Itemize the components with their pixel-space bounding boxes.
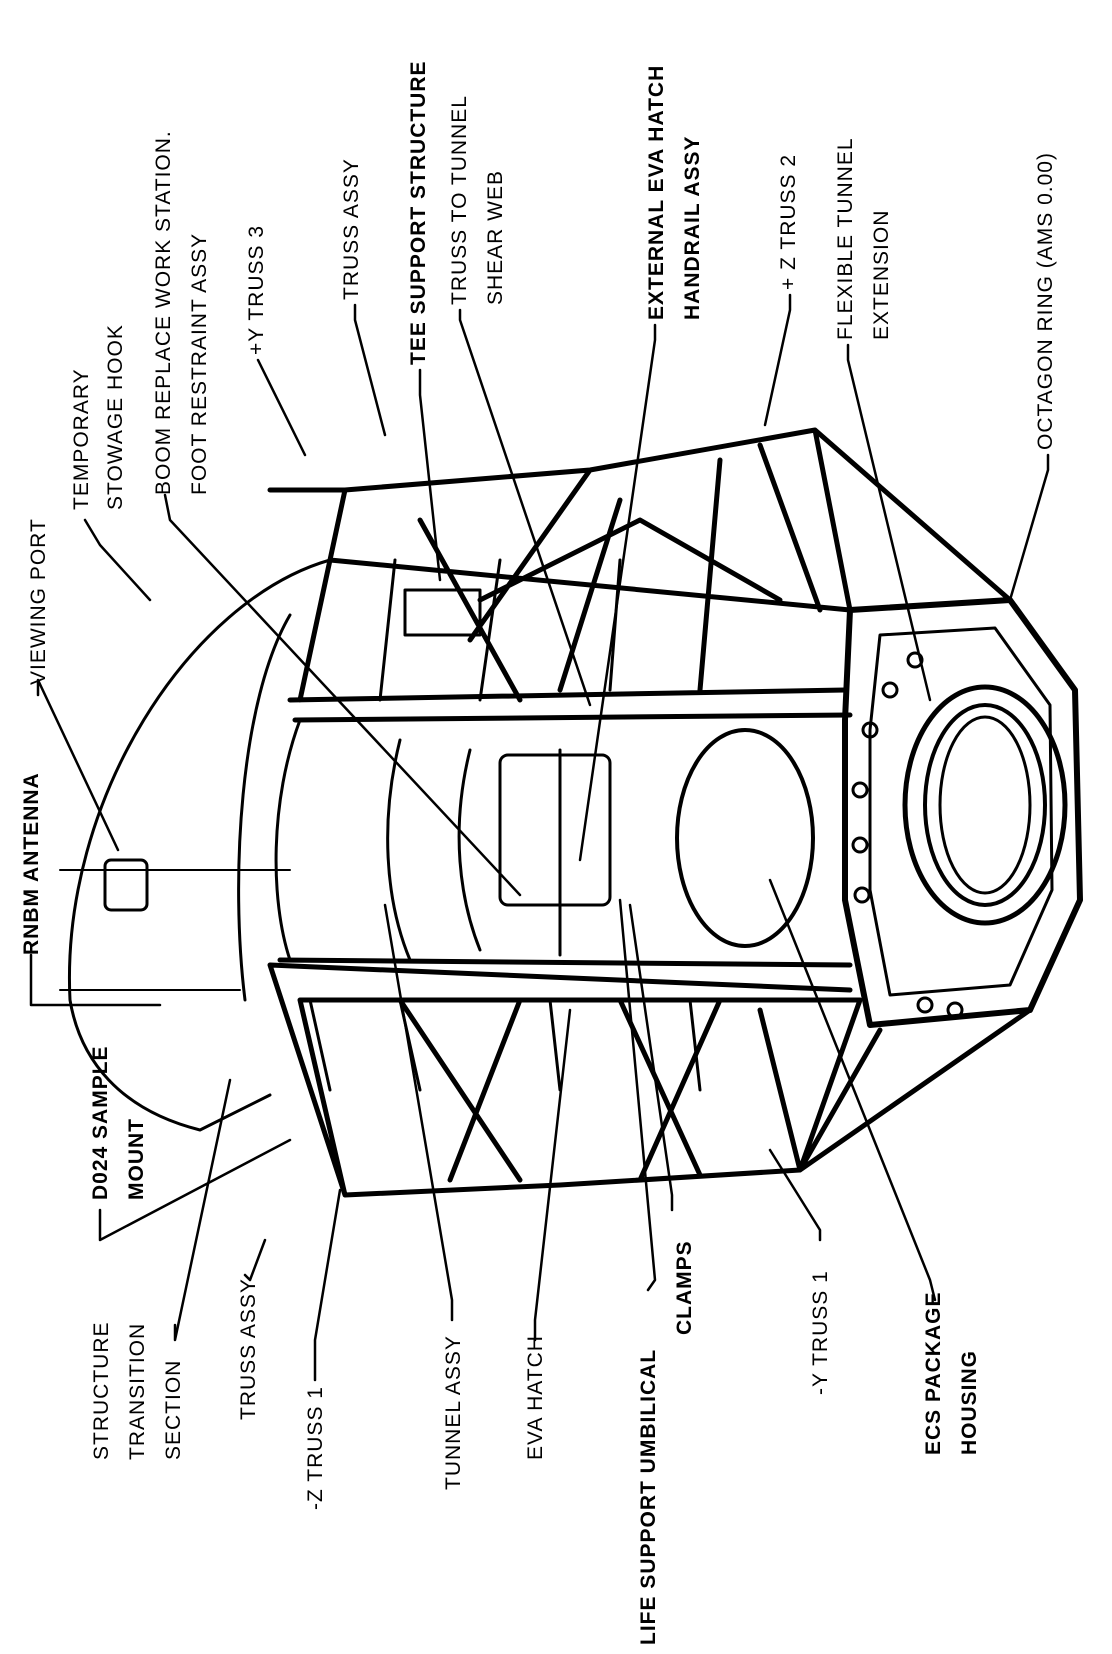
label-tunnel-assy: TUNNEL ASSY xyxy=(442,1335,465,1490)
label-life-support-2: CLAMPS xyxy=(673,1240,696,1335)
tunnel-ring-frames xyxy=(274,718,562,962)
leader-tunnel-assy xyxy=(383,903,454,1322)
transition-section-flange xyxy=(237,613,292,1002)
label-viewing-port: VIEWING PORT xyxy=(27,518,50,685)
label-structure-transition-1: STRUCTURE xyxy=(90,1322,113,1461)
eva-hatch-shape xyxy=(498,753,612,907)
label-d024-sample-mount-2: MOUNT xyxy=(125,1118,148,1200)
tunnel-extension-ring-inner xyxy=(923,703,1047,907)
leader-ecs-package xyxy=(768,878,937,1302)
leader-plus-y-truss-3 xyxy=(256,358,307,457)
label-structure-transition-3: SECTION xyxy=(162,1360,185,1460)
leader-external-eva-hatch xyxy=(578,323,657,862)
label-truss-to-tunnel-1: TRUSS TO TUNNEL xyxy=(448,95,471,305)
label-boom-replace-2: FOOT RESTRAINT ASSY xyxy=(188,233,211,495)
leader-lines xyxy=(29,293,1050,1382)
leader-flexible-tunnel xyxy=(846,343,932,702)
transition-section-shell xyxy=(67,558,332,1132)
label-temporary-stowage-hook-1: TEMPORARY xyxy=(70,368,93,510)
label-plus-y-truss-3: +Y TRUSS 3 xyxy=(245,225,268,355)
tunnel-extension-ring-core xyxy=(938,715,1032,895)
label-external-eva-hatch-2: HANDRAIL ASSY xyxy=(681,135,704,320)
label-plus-z-truss-2: + Z TRUSS 2 xyxy=(777,154,800,290)
label-temporary-stowage-hook-2: STOWAGE HOOK xyxy=(104,324,127,510)
ecs-package-housing-shape xyxy=(675,728,815,948)
label-life-support-1: LIFE SUPPORT UMBILICAL xyxy=(637,1349,660,1645)
leader-d024 xyxy=(98,1138,292,1242)
leader-boom-replace xyxy=(163,493,522,897)
label-minus-z-truss-1: -Z TRUSS 1 xyxy=(304,1386,327,1510)
octagon-ring-holes xyxy=(851,651,964,1019)
tunnel-extension-ring-outer xyxy=(902,684,1068,926)
label-eva-hatch: EVA HATCH xyxy=(524,1335,547,1460)
leader-octagon-ring xyxy=(1008,453,1050,602)
leader-plus-z-truss-2 xyxy=(763,293,792,427)
leader-minus-y-truss-1 xyxy=(768,1148,822,1242)
tunnel-body-top xyxy=(292,712,853,723)
leader-eva-hatch xyxy=(533,1008,572,1342)
label-truss-to-tunnel-2: SHEAR WEB xyxy=(484,170,507,305)
transition-section-band xyxy=(59,869,291,991)
leader-minus-z-truss-1 xyxy=(313,1188,342,1382)
upper-truss-frame xyxy=(267,427,1013,703)
label-ecs-package-housing-1: ECS PACKAGE xyxy=(922,1292,945,1455)
viewing-port-shape xyxy=(103,858,149,912)
label-rnbm-antenna: RNBM ANTENNA xyxy=(20,772,43,955)
leader-temporary-stowage-hook xyxy=(83,518,152,602)
label-tee-support-structure: TEE SUPPORT STRUCTURE xyxy=(407,60,430,365)
lower-truss-frame xyxy=(267,962,1033,1198)
label-truss-assy-top: TRUSS ASSY xyxy=(340,158,363,300)
label-ecs-package-housing-2: HOUSING xyxy=(958,1350,981,1455)
leader-truss-to-tunnel xyxy=(458,308,592,707)
leader-tee-support xyxy=(418,368,442,582)
leader-rnbm-antenna xyxy=(29,953,162,1007)
leader-viewing-port xyxy=(36,678,120,852)
label-minus-y-truss-1: -Y TRUSS 1 xyxy=(809,1270,832,1395)
label-octagon-ring: OCTAGON RING (AMS 0.00) xyxy=(1034,152,1057,450)
leader-truss-assy-top xyxy=(353,303,387,437)
airlock-structure-drawing xyxy=(59,427,1083,1198)
leader-structure-transition xyxy=(173,1078,232,1342)
leader-truss-assy-bottom xyxy=(243,1238,267,1282)
label-structure-transition-2: TRANSITION xyxy=(126,1323,149,1460)
leader-life-support xyxy=(618,898,674,1292)
label-d024-sample-mount-1: D024 SAMPLE xyxy=(89,1045,112,1200)
callout-labels: RNBM ANTENNA VIEWING PORT TEMPORARY STOW… xyxy=(20,60,1057,1645)
tunnel-body-bottom xyxy=(277,957,853,968)
octagon-ring-inner xyxy=(868,626,1054,997)
label-flexible-tunnel-2: EXTENSION xyxy=(870,210,893,340)
tee-support-structure-shape xyxy=(403,588,482,637)
label-boom-replace-1: BOOM REPLACE WORK STATION. xyxy=(152,130,175,495)
label-external-eva-hatch-1: EXTERNAL EVA HATCH xyxy=(645,65,668,320)
label-truss-assy-bottom: TRUSS ASSY xyxy=(237,1278,260,1420)
label-flexible-tunnel-1: FLEXIBLE TUNNEL xyxy=(834,137,857,340)
